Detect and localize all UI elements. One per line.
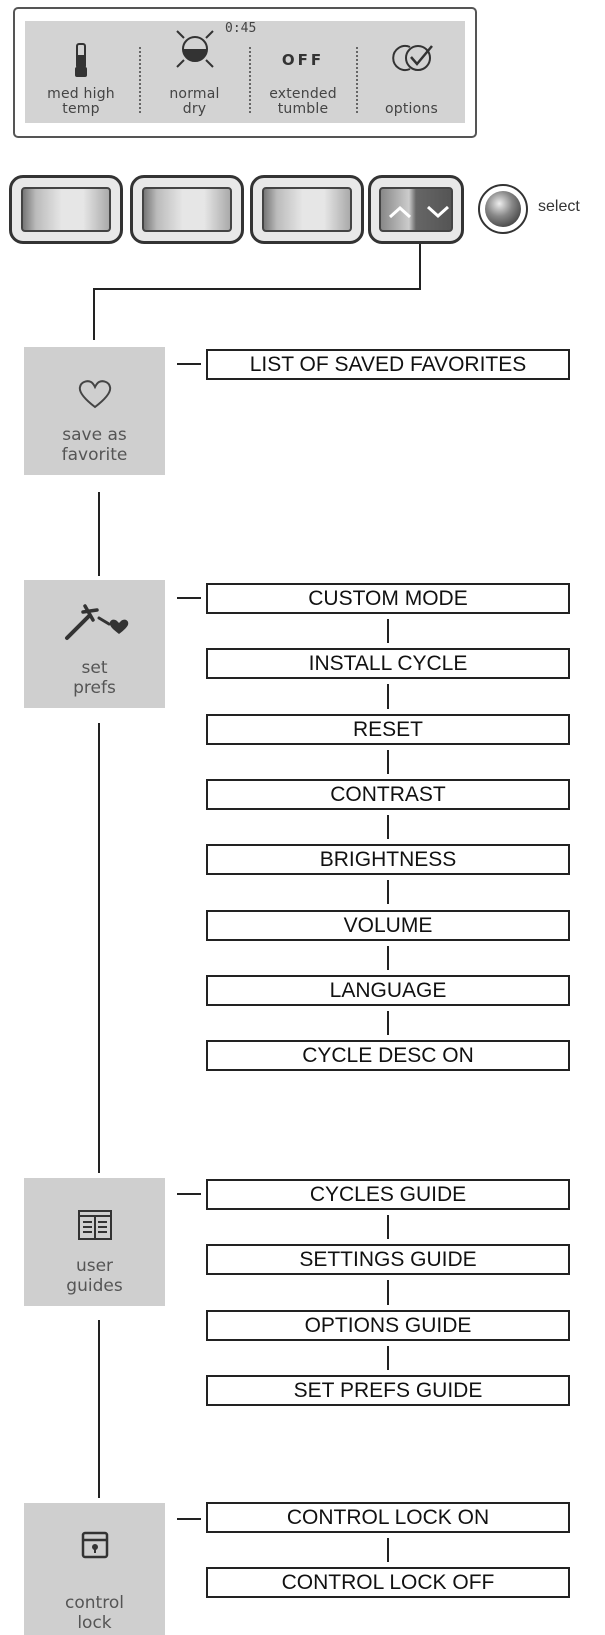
spine-line (98, 723, 100, 1173)
spine-line (98, 492, 100, 576)
connector-line (419, 244, 421, 290)
menu-item[interactable]: CYCLE DESC ON (206, 1040, 570, 1072)
tumble-segment: OFF extended tumble (251, 21, 355, 123)
lock-icon (81, 1531, 108, 1559)
lcd-screen: med high temp normal dry 0:45 OFF (25, 21, 465, 123)
menu-connector (387, 619, 389, 644)
menu-item[interactable]: LANGUAGE (206, 974, 570, 1006)
menu-item[interactable]: SET PREFS GUIDE (206, 1374, 570, 1406)
wrench-heart-icon (64, 604, 128, 640)
connector-line (93, 288, 95, 340)
tumble-label-2: tumble (277, 101, 329, 117)
menu-item[interactable]: BRIGHTNESS (206, 844, 570, 876)
book-icon (77, 1210, 112, 1240)
heart-icon (78, 380, 111, 409)
menu-item[interactable]: SETTINGS GUIDE (206, 1244, 570, 1276)
options-check-icon (392, 45, 433, 71)
menu-item[interactable]: CUSTOM MODE (206, 583, 570, 614)
menu-item[interactable]: CONTROL LOCK ON (206, 1502, 570, 1533)
temp-segment: med high temp (25, 21, 137, 123)
tile-control-lock[interactable]: control lock (24, 1503, 165, 1635)
button-1[interactable] (9, 175, 123, 244)
up-down-button[interactable] (368, 175, 464, 244)
menu-item[interactable]: CONTRAST (206, 778, 570, 810)
tile-save-favorite[interactable]: save as favorite (24, 347, 165, 475)
dry-label-1: normal (169, 86, 220, 102)
select-label: select (538, 198, 580, 215)
menu-item[interactable]: VOLUME (206, 909, 570, 941)
tile-label-1: control (65, 1593, 124, 1613)
branch-line (177, 597, 201, 599)
menu-item[interactable]: INSTALL CYCLE (206, 648, 570, 680)
tumble-value: OFF (281, 51, 325, 69)
branch-line (177, 1193, 201, 1195)
button-2[interactable] (130, 175, 244, 244)
lcd-display: med high temp normal dry 0:45 OFF (13, 7, 477, 138)
tile-set-prefs[interactable]: set prefs (24, 580, 165, 708)
menu-connector (387, 1010, 389, 1036)
tile-label-2: guides (66, 1276, 123, 1296)
dryness-icon (176, 30, 214, 68)
menu-connector (387, 684, 389, 709)
select-knob[interactable] (478, 184, 528, 234)
menu-connector (387, 1538, 389, 1562)
temp-label-1: med high (47, 86, 115, 102)
menu-item[interactable]: CONTROL LOCK OFF (206, 1567, 570, 1598)
button-3[interactable] (250, 175, 364, 244)
tile-label-1: user (75, 1256, 114, 1276)
tile-label-2: favorite (61, 445, 128, 465)
menu-item[interactable]: RESET (206, 713, 570, 745)
menu-connector (387, 749, 389, 774)
tile-label-1: set (81, 658, 108, 678)
tumble-label-1: extended (269, 86, 337, 102)
menu-connector (387, 814, 389, 840)
divider (139, 47, 141, 113)
menu-item[interactable]: LIST OF SAVED FAVORITES (206, 349, 570, 380)
branch-line (177, 363, 201, 365)
menu-connector (387, 945, 389, 970)
options-segment: options (358, 21, 465, 123)
options-label-2: options (385, 101, 438, 117)
menu-item[interactable]: OPTIONS GUIDE (206, 1309, 570, 1341)
menu-connector (387, 1215, 389, 1240)
divider (249, 47, 251, 113)
branch-line (177, 1518, 201, 1520)
spine-line (98, 1320, 100, 1498)
tile-label-1: save as (62, 425, 127, 445)
tile-label-2: prefs (73, 678, 116, 698)
menu-connector (387, 1280, 389, 1305)
options-label-1 (358, 87, 465, 102)
temp-label-2: temp (62, 101, 100, 117)
time-readout: 0:45 (225, 21, 257, 36)
divider (356, 47, 358, 113)
menu-connector (387, 1345, 389, 1370)
menu-connector (387, 880, 389, 905)
menu-item[interactable]: CYCLES GUIDE (206, 1179, 570, 1210)
dry-label-2: dry (182, 101, 207, 117)
thermometer-icon (75, 43, 87, 77)
tile-user-guides[interactable]: user guides (24, 1178, 165, 1306)
tile-label-2: lock (77, 1613, 112, 1633)
chevron-down-icon[interactable] (425, 204, 451, 220)
connector-line (93, 288, 421, 290)
dry-segment: normal dry (141, 21, 248, 123)
chevron-up-icon[interactable] (387, 204, 413, 220)
